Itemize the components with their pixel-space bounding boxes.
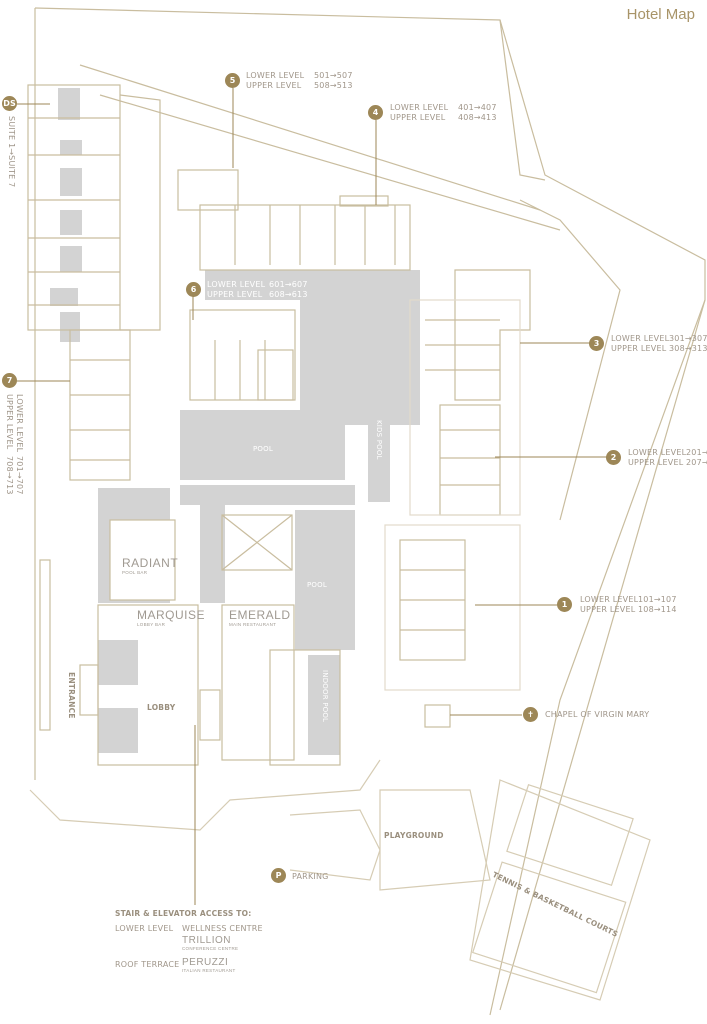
building-7-label: LOWER LEVEL 701→707 UPPER LEVEL 708→713 — [4, 394, 24, 495]
site-boundary-inner — [499, 19, 546, 181]
radiant-venue[interactable]: RADIANT POOL BAR — [122, 556, 178, 575]
venue-type: LOBBY BAR — [137, 622, 166, 627]
lower-level-label: LOWER LEVEL — [580, 595, 639, 604]
lobby-label: LOBBY — [147, 703, 176, 712]
venue-type: MAIN RESTAURANT — [229, 622, 277, 627]
path-line — [499, 299, 706, 1011]
trillion-name: TRILLION — [182, 935, 232, 946]
parking-marker[interactable]: P — [271, 868, 286, 883]
building-6-marker[interactable]: 6 — [186, 282, 201, 297]
access-wellness: WELLNESS CENTRE — [182, 924, 263, 933]
building-1-marker[interactable]: 1 — [557, 597, 572, 612]
map-title: Hotel Map — [626, 6, 695, 23]
venue-name: EMERALD — [229, 608, 291, 622]
indoor-pool-label: INDOOR POOL — [321, 670, 329, 723]
building-outlines — [27, 84, 531, 766]
upper-level-label: UPPER LEVEL — [5, 394, 14, 450]
path-line — [519, 199, 621, 521]
suites-marker[interactable]: DS — [2, 96, 17, 111]
upper-level-label: UPPER LEVEL — [207, 290, 263, 299]
room-range: 608→613 — [269, 290, 308, 299]
room-range: 601→607 — [269, 280, 308, 289]
grounds — [29, 759, 651, 1001]
venue-type: POOL BAR — [122, 570, 148, 575]
chapel-marker[interactable]: ✝ — [523, 707, 538, 722]
building-2-marker[interactable]: 2 — [606, 450, 621, 465]
lower-level-label: LOWER LEVEL — [390, 103, 449, 112]
emerald-venue[interactable]: EMERALD MAIN RESTAURANT — [229, 608, 291, 627]
upper-level-label: UPPER LEVEL — [628, 458, 684, 467]
lower-level-label: LOWER LEVEL — [628, 448, 687, 457]
venue-name: MARQUISE — [137, 608, 206, 622]
room-range: 401→407 — [458, 103, 497, 112]
pool-2-label: POOL — [307, 581, 327, 589]
access-trillion: TRILLION CONFERENCE CENTRE — [182, 935, 238, 951]
upper-level-label: UPPER LEVEL — [390, 113, 446, 122]
room-range: 501→507 — [314, 71, 353, 80]
lower-level-label: LOWER LEVEL — [611, 334, 670, 343]
path-line — [99, 94, 561, 231]
room-range: 408→413 — [458, 113, 497, 122]
peruzzi-type: ITALIAN RESTAURANT — [182, 968, 236, 973]
entrance-label: ENTRANCE — [67, 672, 76, 719]
building-masses — [50, 88, 420, 755]
playground-label: PLAYGROUND — [384, 831, 444, 840]
peruzzi-name: PERUZZI — [182, 957, 229, 968]
room-range: 301→307 — [669, 334, 707, 343]
chapel-label: CHAPEL OF VIRGIN MARY — [545, 710, 650, 719]
building-4-label: LOWER LEVEL 401→407 UPPER LEVEL 408→413 — [390, 103, 497, 123]
upper-level-label: UPPER LEVEL — [611, 344, 667, 353]
leader-lines — [17, 88, 607, 905]
lower-level-label: LOWER LEVEL — [15, 394, 24, 453]
access-roof-terrace: ROOF TERRACE — [115, 960, 180, 969]
upper-level-label: UPPER LEVEL — [580, 605, 636, 614]
path-line — [79, 64, 541, 211]
room-range: 701→707 — [15, 456, 24, 495]
parking-label: PARKING — [292, 872, 329, 881]
building-4-marker[interactable]: 4 — [368, 105, 383, 120]
building-3-marker[interactable]: 3 — [589, 336, 604, 351]
marquise-venue[interactable]: MARQUISE LOBBY BAR — [137, 608, 205, 627]
room-range: 108→114 — [638, 605, 677, 614]
kids-pool-label: KIDS POOL — [375, 420, 383, 460]
venue-name: RADIANT — [122, 556, 179, 570]
lower-level-label: LOWER LEVEL — [207, 280, 266, 289]
access-lower-level: LOWER LEVEL — [115, 924, 174, 933]
room-range: 308→313 — [669, 344, 707, 353]
room-range: 508→513 — [314, 81, 353, 90]
access-peruzzi: PERUZZI ITALIAN RESTAURANT — [182, 957, 236, 973]
room-range: 708→713 — [5, 456, 14, 495]
building-7-marker[interactable]: 7 — [2, 373, 17, 388]
room-range: 201→206 — [686, 448, 707, 457]
building-5-label: LOWER LEVEL 501→507 UPPER LEVEL 508→513 — [246, 71, 353, 91]
room-range: 101→107 — [638, 595, 677, 604]
upper-level-label: UPPER LEVEL — [246, 81, 302, 90]
lower-level-label: LOWER LEVEL — [246, 71, 305, 80]
trillion-type: CONFERENCE CENTRE — [182, 946, 239, 951]
pool-label: POOL — [253, 445, 273, 453]
building-5-marker[interactable]: 5 — [225, 73, 240, 88]
suites-label: SUITE 1→SUITE 7 — [7, 116, 16, 188]
room-range: 207→214 — [686, 458, 707, 467]
access-heading: STAIR & ELEVATOR ACCESS TO: — [115, 909, 252, 918]
